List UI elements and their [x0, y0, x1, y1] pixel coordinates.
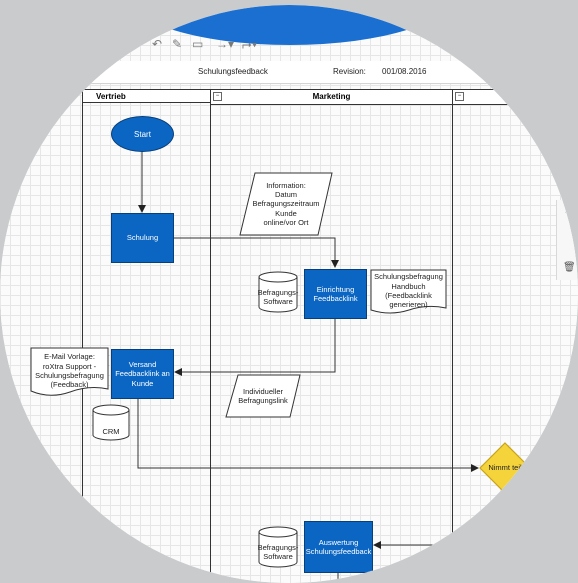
diagram-header: Schulungsfeedback Revision: 001/08.2016 — [0, 61, 578, 84]
lane-divider — [452, 89, 453, 583]
connector-versand-nimmtteil — [137, 398, 479, 472]
decision-nimmt-teil-label[interactable]: Nimmt teil — [488, 463, 522, 473]
db-befragungssoftware-2-label[interactable]: Befragungs- Software — [257, 542, 299, 561]
db-crm-label[interactable]: CRM — [102, 427, 120, 437]
diagram-title: Schulungsfeedback — [198, 67, 268, 76]
toolbar: ↶ ✎ ▭ →▾ ⮣▾ — [130, 35, 430, 59]
handbuch-document-shape — [370, 269, 447, 314]
info-note-text[interactable]: Information: Datum Befragungszeitraum Ku… — [252, 180, 320, 228]
db-befragungssoftware-1 — [258, 271, 298, 313]
lane-header-marketing[interactable]: Marketing — [211, 89, 452, 105]
revision-label: Revision: — [333, 67, 366, 76]
waypoint-icon[interactable]: ⮣▾ — [242, 37, 258, 51]
panel-handle-icon[interactable]: › — [565, 208, 568, 215]
info-note-shape — [239, 172, 333, 236]
handbuch-text[interactable]: Schulungsbefragung Handbuch (Feedbacklin… — [374, 272, 443, 310]
undo-icon[interactable]: ↶ — [152, 37, 163, 51]
line-tool-icon[interactable]: ✎ — [172, 37, 183, 51]
process-versand-feedbacklink[interactable]: Versand Feedbacklink an Kunde — [111, 349, 174, 399]
connectors-layer — [30, 150, 531, 583]
decision-diamond-shape — [479, 442, 531, 494]
individueller-link-text[interactable]: Individueller Befragungslink — [238, 386, 288, 405]
process-auswertung[interactable]: Auswertung Schulungsfeedback — [304, 521, 373, 573]
db-crm — [92, 404, 130, 441]
lane-divider — [82, 89, 83, 583]
revision-value: 001/08.2016 — [382, 67, 427, 76]
connector-einrichtung-versand — [174, 318, 336, 376]
format-side-panel: › 🗑 — [556, 200, 578, 280]
diagram-viewport: ↶ ✎ ▭ →▾ ⮣▾ Schulungsfeedback Revision: … — [0, 5, 578, 583]
lane-divider — [210, 89, 211, 583]
collapse-lane-marketing-icon[interactable]: − — [213, 92, 222, 101]
process-einrichtung-feedbacklink[interactable]: Einrichtung Feedbacklink — [304, 269, 367, 319]
db-befragungssoftware-1-label[interactable]: Befragungs- Software — [257, 287, 299, 306]
start-node[interactable]: Start — [111, 116, 174, 152]
email-vorlage-text[interactable]: E-Mail Vorlage: roXtra Support - Schulun… — [35, 352, 104, 390]
email-document-shape — [30, 347, 109, 396]
lane-header-vertrieb[interactable]: Vertrieb — [82, 89, 210, 103]
individueller-link-shape — [225, 374, 301, 418]
trash-icon[interactable]: 🗑 — [563, 262, 576, 273]
db-befragungssoftware-2 — [258, 526, 298, 568]
connector-schulung-einrichtung — [173, 237, 339, 268]
collapse-lane-third-icon[interactable]: − — [455, 92, 464, 101]
lane-header-third[interactable] — [453, 89, 578, 105]
rectangle-tool-icon[interactable]: ▭ — [192, 37, 204, 51]
process-schulung[interactable]: Schulung — [111, 213, 174, 263]
connector-icon[interactable]: →▾ — [216, 37, 235, 51]
